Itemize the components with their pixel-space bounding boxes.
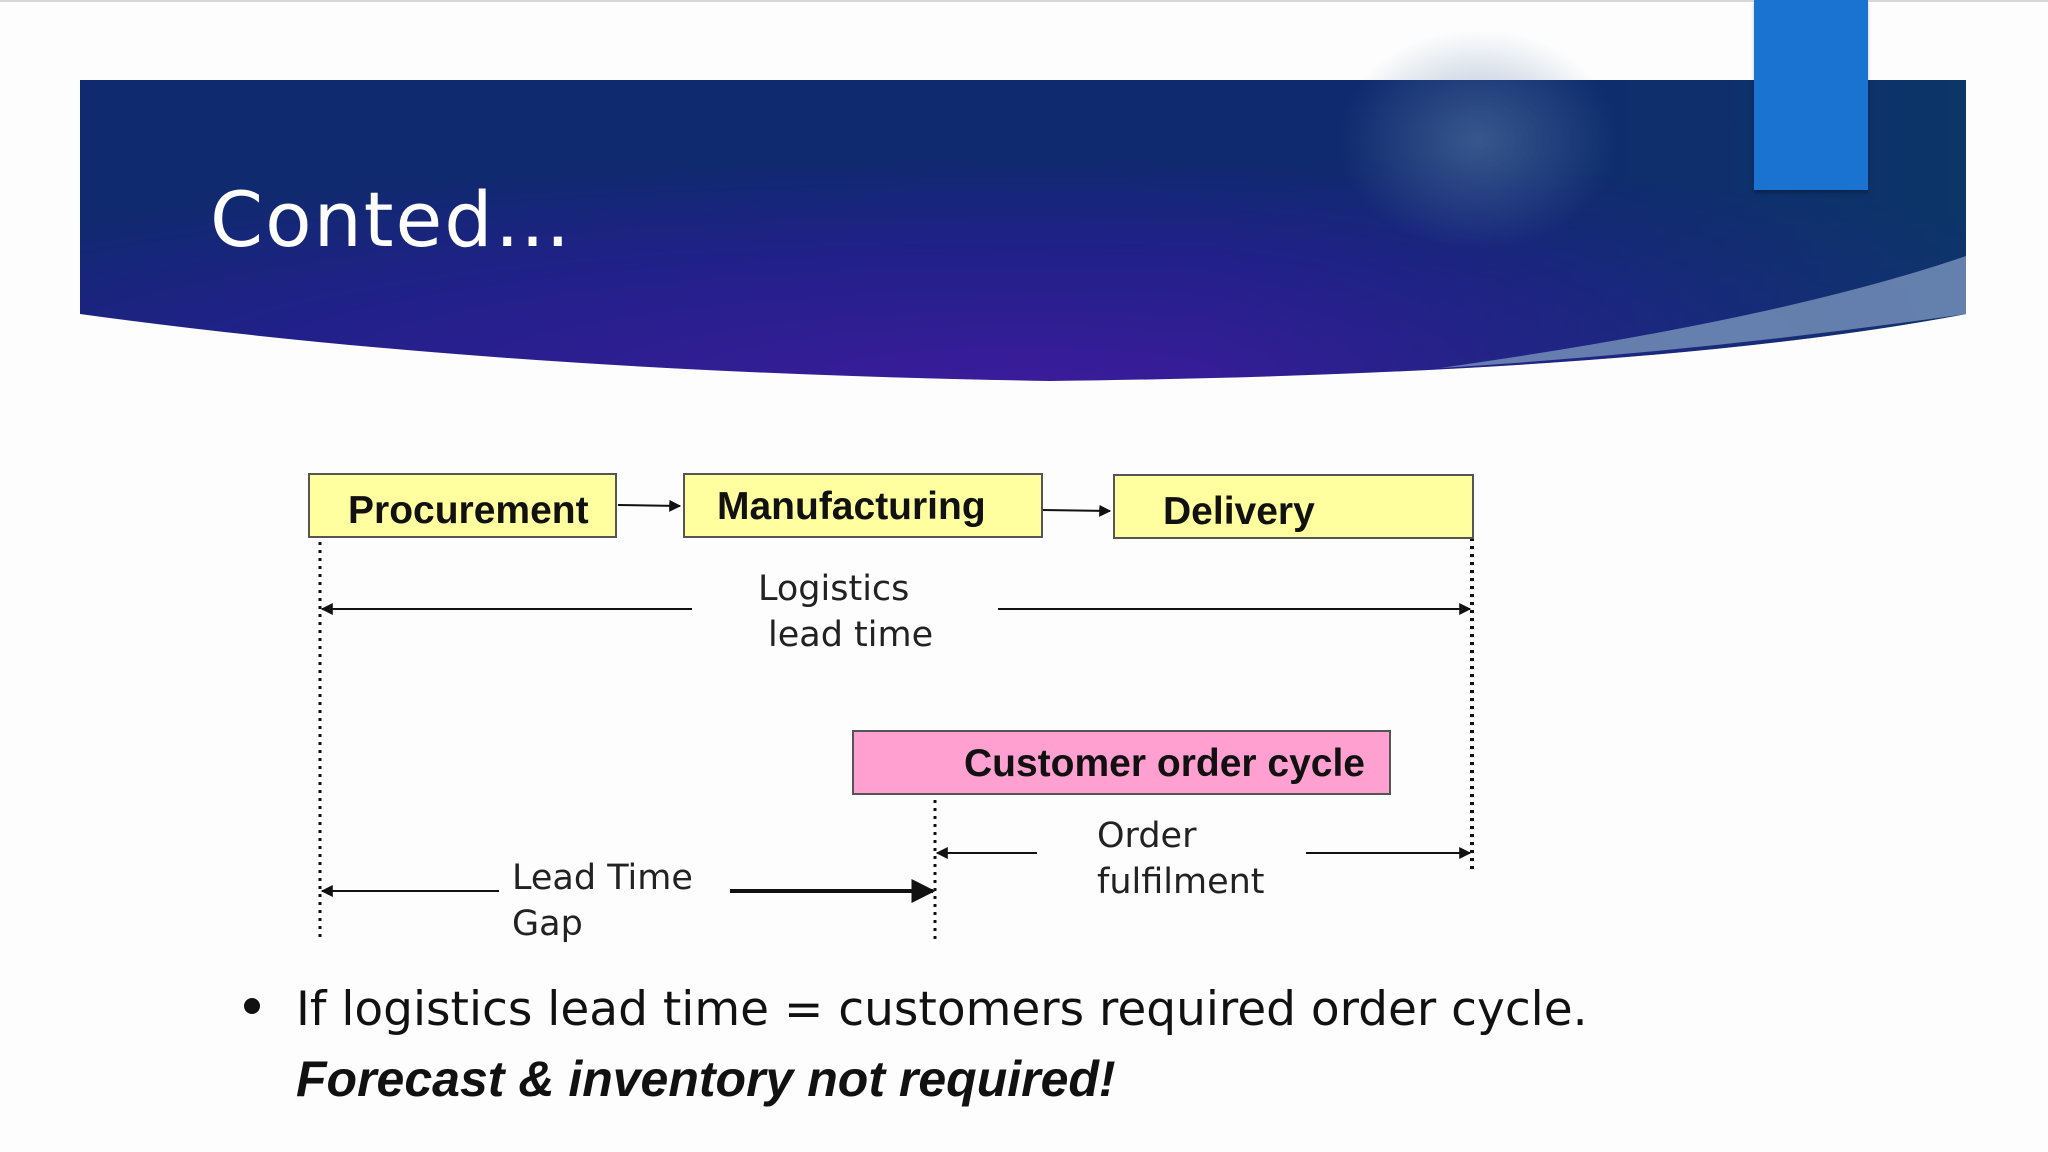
manufacturing-label: Manufacturing xyxy=(717,485,986,528)
delivery-box: Delivery xyxy=(1113,474,1474,539)
manufacturing-box: Manufacturing xyxy=(683,473,1043,538)
slide-title: Conted… xyxy=(210,175,573,264)
banner-swoosh xyxy=(1440,256,1966,368)
top-rule xyxy=(0,0,2048,2)
procurement-label: Procurement xyxy=(348,489,589,532)
arrow-procurement-manufacturing xyxy=(617,499,682,512)
customer-order-cycle-label: Customer order cycle xyxy=(964,742,1365,785)
logistics-lead-time-label: Logistics lead time xyxy=(758,569,934,655)
accent-tab xyxy=(1754,0,1868,190)
procurement-box: Procurement xyxy=(308,473,617,538)
customer-order-cycle-box: Customer order cycle xyxy=(852,730,1391,795)
bullet-dot xyxy=(244,998,260,1014)
bullet-emphasis: Forecast & inventory not required! xyxy=(296,1051,1116,1107)
title-banner xyxy=(80,30,1966,381)
arrow-manufacturing-delivery xyxy=(1042,504,1112,517)
delivery-label: Delivery xyxy=(1163,490,1315,533)
bullet-text: If logistics lead time = customers requi… xyxy=(296,982,1588,1037)
lead-time-gap-label: Lead Time Gap xyxy=(512,858,693,944)
order-fulfilment-label: Order fulfilment xyxy=(1097,816,1265,902)
